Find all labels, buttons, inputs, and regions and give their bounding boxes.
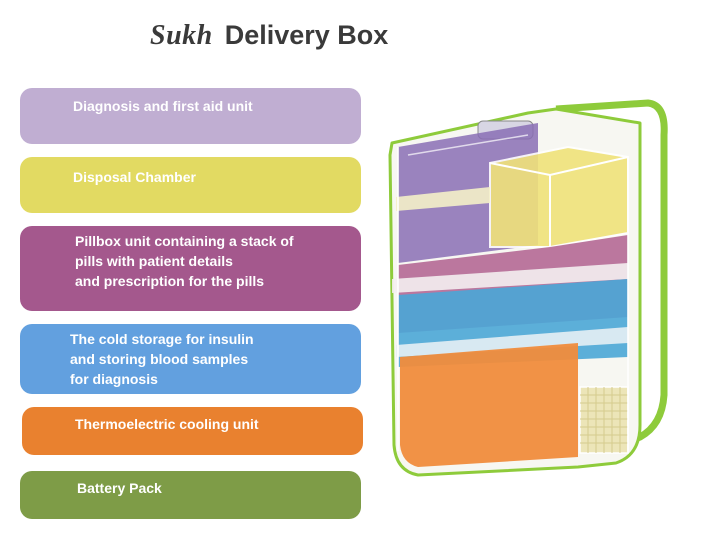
label-thermoelectric-cooling: Thermoelectric cooling unit (22, 407, 363, 455)
brand-name: Sukh (150, 20, 213, 51)
thermoelectric-unit-shape (400, 343, 578, 467)
label-cold-storage: The cold storage for insulin and storing… (20, 324, 361, 394)
delivery-box-illustration (388, 99, 668, 477)
label-diagnosis-unit-text: Diagnosis and first aid unit (73, 98, 253, 114)
divider-band-middle (392, 263, 628, 293)
label-cold-storage-text: The cold storage for insulin and storing… (70, 331, 254, 387)
battery-pack-shape (579, 386, 629, 454)
label-disposal-chamber-text: Disposal Chamber (73, 169, 196, 185)
diagram-title: Sukh Delivery Box (150, 20, 388, 60)
label-pillbox-unit: Pillbox unit containing a stack of pills… (20, 226, 361, 311)
divider-band-top (396, 187, 490, 211)
label-battery-pack-text: Battery Pack (77, 480, 162, 496)
label-diagnosis-unit: Diagnosis and first aid unit (20, 88, 361, 144)
label-thermoelectric-cooling-text: Thermoelectric cooling unit (75, 416, 259, 432)
divider-band-bottom (396, 327, 628, 357)
label-pillbox-unit-text: Pillbox unit containing a stack of pills… (75, 233, 294, 289)
back-strap (555, 99, 668, 451)
label-disposal-chamber: Disposal Chamber (20, 157, 361, 213)
page-title: Delivery Box (224, 20, 389, 50)
label-battery-pack: Battery Pack (20, 471, 361, 519)
